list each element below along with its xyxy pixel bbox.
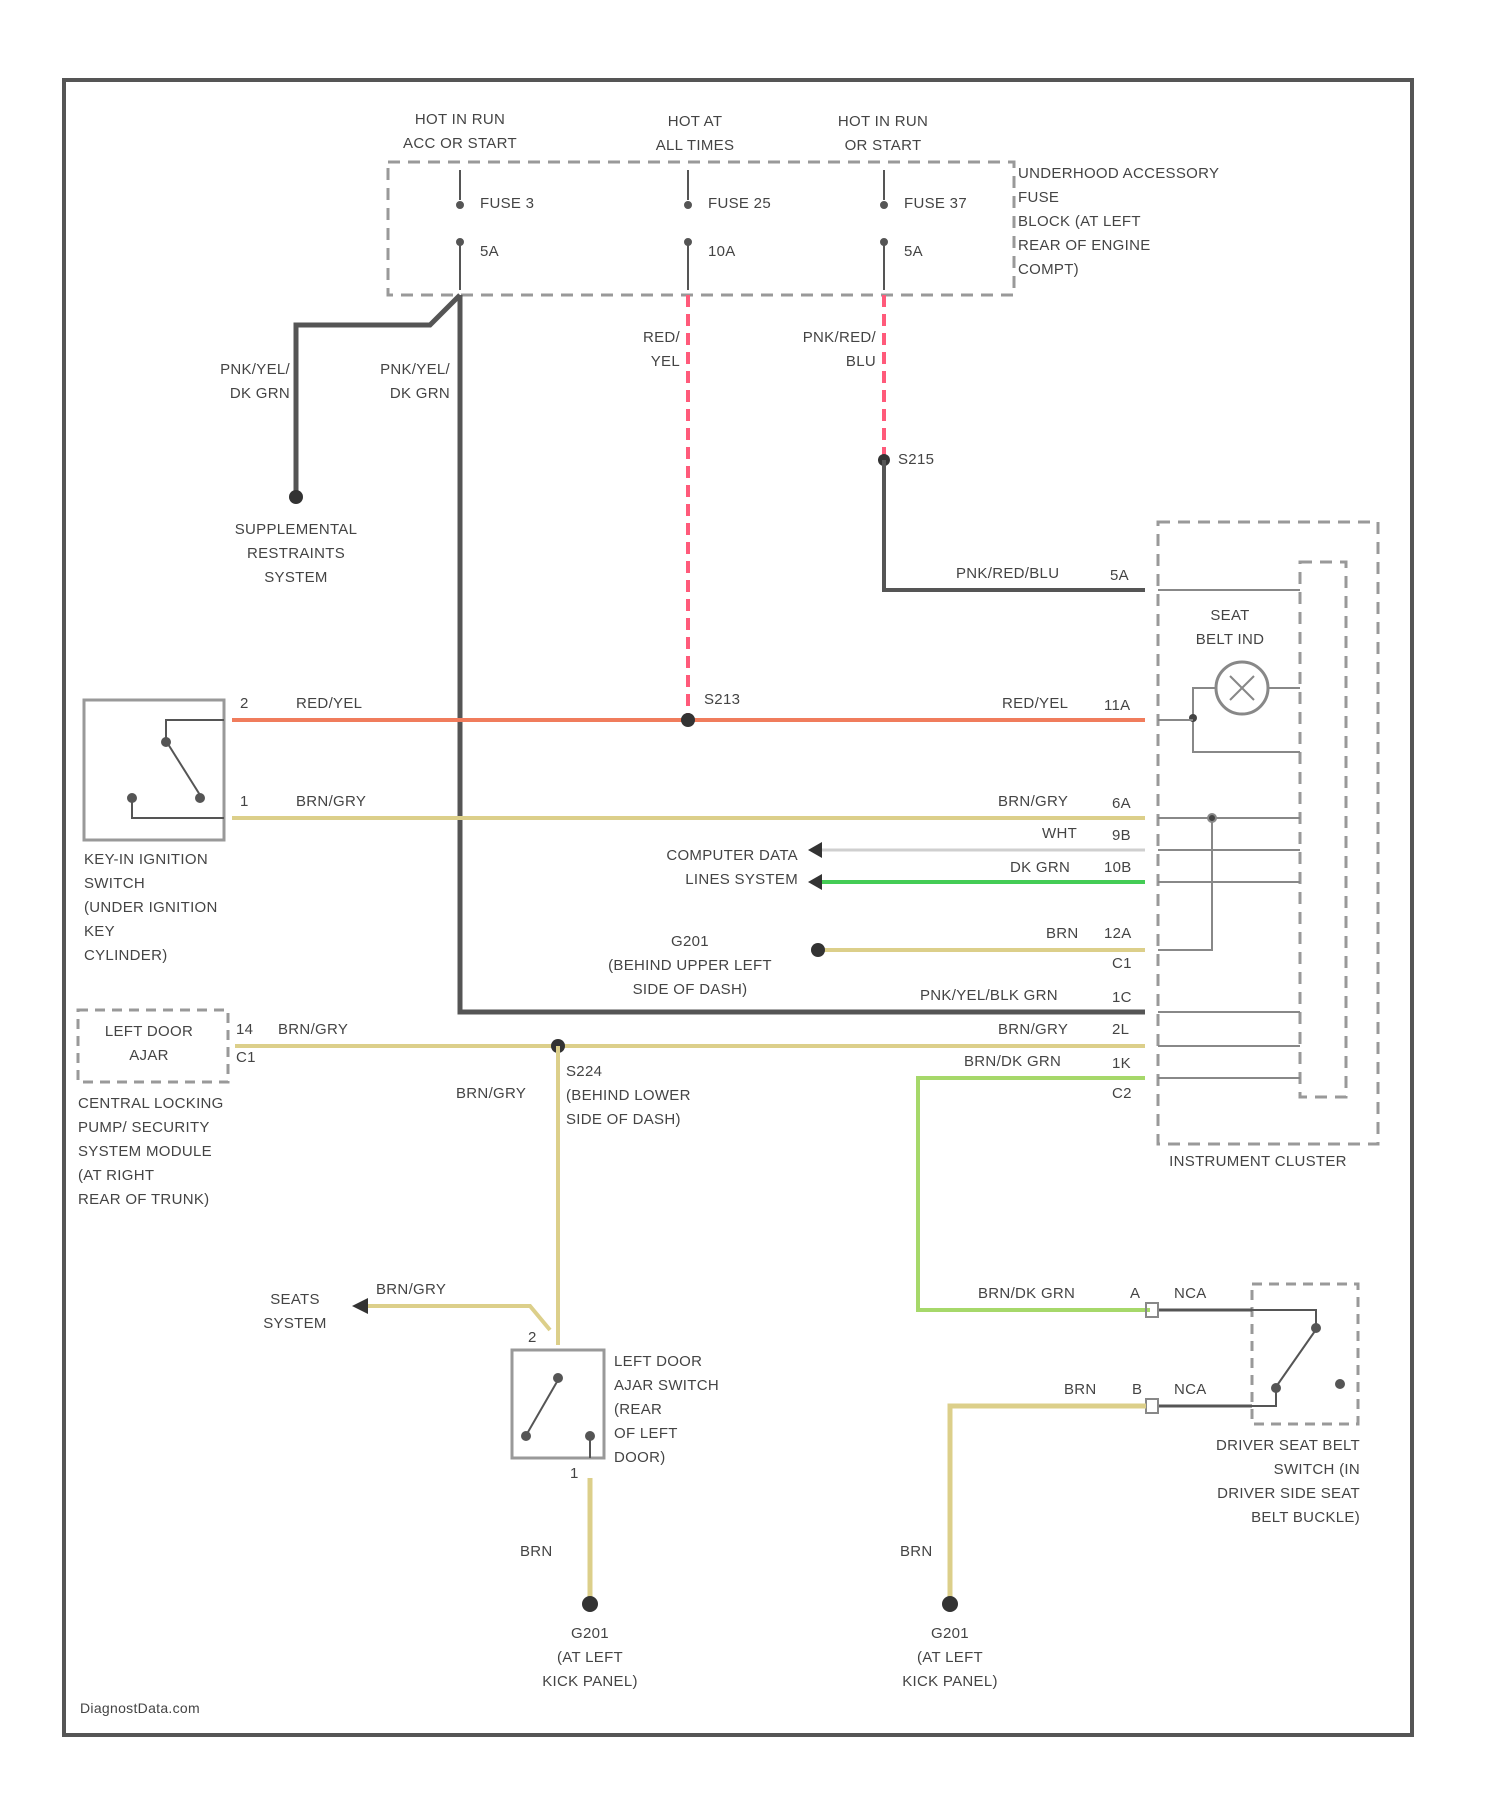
pin-b: B — [1132, 1378, 1142, 1402]
hot-run-start-label: HOT IN RUN OR START — [808, 110, 958, 158]
instrument-cluster-label: INSTRUMENT CLUSTER — [1138, 1150, 1378, 1174]
key-switch-label: KEY-IN IGNITION SWITCH (UNDER IGNITION K… — [84, 848, 304, 968]
pin-2-key: 2 — [240, 692, 249, 716]
wire-label-dk-grn: DK GRN — [1010, 856, 1070, 880]
fuse37-label: FUSE 37 — [904, 192, 967, 216]
pin-14: 14 — [236, 1018, 253, 1042]
wire-label-brn-belt: BRN — [1064, 1378, 1097, 1402]
g201-upper — [811, 943, 825, 957]
wire-label-pnk-yel-blk: PNK/YEL/BLK GRN — [920, 984, 1058, 1008]
wire-brn-gry-seats — [364, 1306, 550, 1330]
fuse-block-label: UNDERHOOD ACCESSORY FUSE BLOCK (AT LEFT … — [1018, 162, 1318, 282]
fuse3-symbol — [457, 170, 463, 290]
belt-switch-label: DRIVER SEAT BELT SWITCH (IN DRIVER SIDE … — [1130, 1434, 1360, 1530]
pin-c1: C1 — [1112, 952, 1132, 976]
wire-label-brn-gry-1: BRN/GRY — [296, 790, 366, 814]
wire-label-pnk-yel-2: PNK/YEL/ DK GRN — [340, 358, 450, 406]
s215-label: S215 — [898, 448, 934, 472]
wire-label-brn-gry-5: BRN/GRY — [456, 1082, 526, 1106]
wire-label-brn-gry-6: BRN/GRY — [376, 1278, 446, 1302]
wire-brn-belt-ground — [950, 1406, 1146, 1600]
belt-switch-box — [1252, 1284, 1358, 1424]
wire-brn-dk-grn — [918, 1078, 1150, 1310]
pin-a: A — [1130, 1282, 1140, 1306]
srs-label: SUPPLEMENTAL RESTRAINTS SYSTEM — [196, 518, 396, 590]
pin-10b: 10B — [1104, 856, 1132, 880]
fuse-block-box — [388, 162, 1014, 295]
key-switch-symbol — [128, 720, 224, 818]
g201-upper-label: G201 (BEHIND UPPER LEFT SIDE OF DASH) — [580, 930, 800, 1002]
ground-2-label: G201 (AT LEFT KICK PANEL) — [870, 1622, 1030, 1694]
fuse25-symbol — [685, 170, 691, 290]
hot-all-times-label: HOT AT ALL TIMES — [620, 110, 770, 158]
wire-label-pnk-yel-1: PNK/YEL/ DK GRN — [180, 358, 290, 406]
fuse25-label: FUSE 25 — [708, 192, 771, 216]
srs-connector — [289, 490, 303, 504]
nca-label-2: NCA — [1174, 1378, 1207, 1402]
door-switch-symbol — [522, 1374, 594, 1458]
wire-label-brn-dk-grn-1: BRN/DK GRN — [964, 1050, 1061, 1074]
cluster-internal-lines — [1158, 590, 1300, 1078]
pin-1-key: 1 — [240, 790, 249, 814]
pin-c1-door: C1 — [236, 1046, 256, 1070]
central-locking-label: CENTRAL LOCKING PUMP/ SECURITY SYSTEM MO… — [78, 1092, 318, 1212]
pin-5a: 5A — [1110, 564, 1129, 588]
computer-data-label: COMPUTER DATA LINES SYSTEM — [598, 844, 798, 892]
wire-label-brn: BRN — [1046, 922, 1079, 946]
wire-label-brn-gry-2: BRN/GRY — [998, 790, 1068, 814]
wire-label-wht: WHT — [1042, 822, 1077, 846]
pin-1c: 1C — [1112, 986, 1132, 1010]
pin-c2: C2 — [1112, 1082, 1132, 1106]
pin-12a: 12A — [1104, 922, 1132, 946]
wire-label-brn-gry-3: BRN/GRY — [278, 1018, 348, 1042]
fuse37-symbol — [881, 170, 887, 290]
wire-label-brn-belt-2: BRN — [900, 1540, 933, 1564]
ground-1 — [582, 1596, 598, 1612]
wire-label-pnk-red-blu-v: PNK/RED/ BLU — [770, 326, 876, 374]
pin-2l: 2L — [1112, 1018, 1129, 1042]
pin-9b: 9B — [1112, 824, 1131, 848]
seat-belt-ind-label: SEAT BELT IND — [1180, 604, 1280, 652]
fuse3-label: FUSE 3 — [480, 192, 534, 216]
fuse25-amp: 10A — [708, 240, 736, 264]
hot-run-acc-label: HOT IN RUN ACC OR START — [380, 108, 540, 156]
pin-1-door-sw: 1 — [570, 1462, 579, 1486]
wire-label-red-yel-1: RED/YEL — [296, 692, 362, 716]
cluster-module-box — [1300, 562, 1346, 1097]
pin-6a: 6A — [1112, 792, 1131, 816]
source-watermark: DiagnostData.com — [80, 1696, 200, 1720]
wire-label-pnk-red-blu: PNK/RED/BLU — [956, 562, 1059, 586]
nca-label-1: NCA — [1174, 1282, 1207, 1306]
seats-system-label: SEATS SYSTEM — [240, 1288, 350, 1336]
wire-label-brn-dk-grn-2: BRN/DK GRN — [978, 1282, 1075, 1306]
pin-11a: 11A — [1104, 694, 1130, 718]
ground-2 — [942, 1596, 958, 1612]
door-switch-label: LEFT DOOR AJAR SWITCH (REAR OF LEFT DOOR… — [614, 1350, 774, 1470]
s224-label: S224 (BEHIND LOWER SIDE OF DASH) — [566, 1060, 766, 1132]
wire-pnk-yel-cluster — [460, 295, 1145, 1012]
wire-label-brn-gry-4: BRN/GRY — [998, 1018, 1068, 1042]
pin-2-door-sw: 2 — [528, 1326, 537, 1350]
ground-1-label: G201 (AT LEFT KICK PANEL) — [510, 1622, 670, 1694]
fuse37-amp: 5A — [904, 240, 923, 264]
s213-splice — [681, 713, 695, 727]
wire-label-brn-door: BRN — [520, 1540, 553, 1564]
fuse3-amp: 5A — [480, 240, 499, 264]
pin-1k: 1K — [1112, 1052, 1131, 1076]
wire-label-red-yel-v: RED/ YEL — [600, 326, 680, 374]
s213-label: S213 — [704, 688, 740, 712]
wire-label-red-yel-2: RED/YEL — [1002, 692, 1068, 716]
left-door-ajar-label: LEFT DOOR AJAR — [84, 1020, 214, 1068]
